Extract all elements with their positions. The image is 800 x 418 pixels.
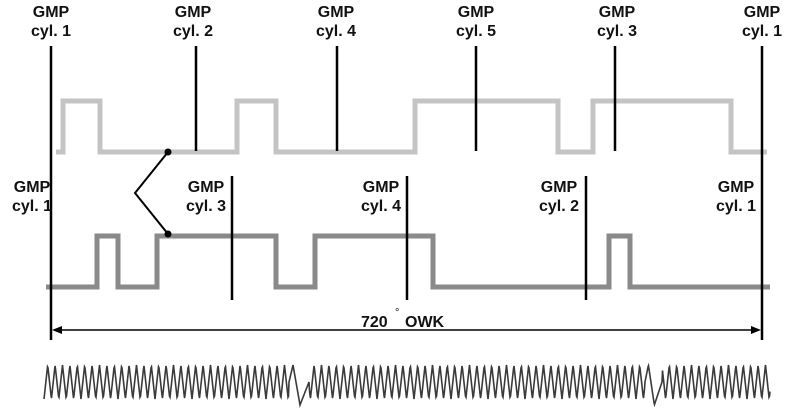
top-label-2-line1: GMP: [175, 4, 212, 21]
top-label-2-line2: cyl. 2: [173, 23, 213, 40]
top-label-5-line1: GMP: [599, 4, 636, 21]
lower-camshaft-signal: [46, 233, 770, 290]
dimension-value: 720: [361, 314, 388, 331]
offset-indicator: [133, 151, 169, 235]
tdc-markers: [49, 46, 764, 340]
mid-label-3-line1: GMP: [363, 179, 400, 196]
top-label-3-line2: cyl. 4: [316, 23, 356, 40]
top-label-6-line1: GMP: [744, 4, 781, 21]
mid-label-3-line2: cyl. 4: [361, 198, 401, 215]
offset-dot-bottom: [164, 230, 172, 238]
dimension-arrow-left: [52, 326, 62, 334]
degree-mark: °: [395, 307, 399, 319]
crankshaft-sensor-signal: [43, 362, 771, 408]
mid-label-5-line2: cyl. 1: [716, 198, 756, 215]
mid-label-2-line1: GMP: [188, 179, 225, 196]
mid-label-1-line2: cyl. 1: [12, 198, 52, 215]
top-label-5-line2: cyl. 3: [597, 23, 637, 40]
mid-label-5-line1: GMP: [718, 179, 755, 196]
dimension-unit: OWK: [405, 314, 445, 331]
crank-angle-dimension: 720 ° OWK: [52, 307, 761, 334]
top-label-4-line1: GMP: [458, 4, 495, 21]
mid-label-2-line2: cyl. 3: [186, 198, 226, 215]
offset-dot-top: [164, 148, 172, 156]
top-label-3-line1: GMP: [318, 4, 355, 21]
upper-camshaft-signal: [56, 98, 767, 155]
middle-labels: GMP cyl. 1 GMP cyl. 3 GMP cyl. 4 GMP cyl…: [12, 179, 756, 215]
mid-label-1-line1: GMP: [14, 179, 51, 196]
mid-label-4-line2: cyl. 2: [539, 198, 579, 215]
top-label-6-line2: cyl. 1: [742, 23, 782, 40]
top-label-1-line1: GMP: [33, 4, 70, 21]
top-label-4-line2: cyl. 5: [456, 23, 496, 40]
top-label-1-line2: cyl. 1: [31, 23, 71, 40]
dimension-arrow-right: [751, 326, 761, 334]
top-labels: GMP cyl. 1 GMP cyl. 2 GMP cyl. 4 GMP cyl…: [31, 4, 782, 40]
mid-label-4-line1: GMP: [541, 179, 578, 196]
